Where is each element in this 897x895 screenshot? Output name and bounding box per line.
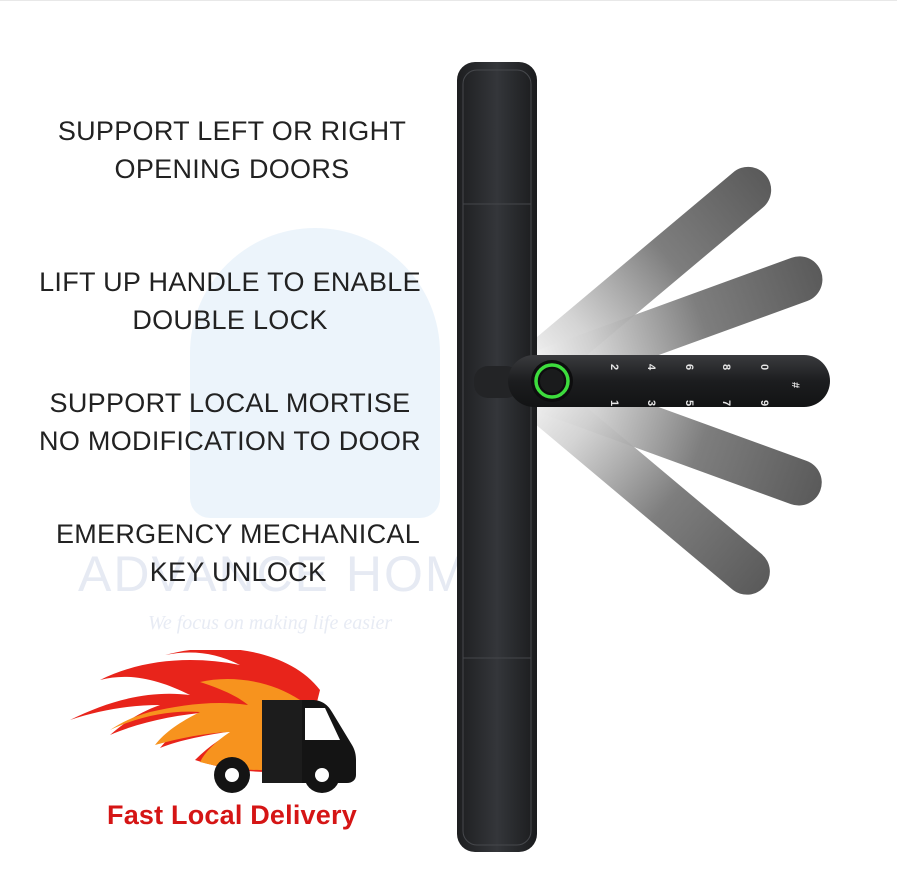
feature-line: EMERGENCY MECHANICAL <box>55 519 421 549</box>
delivery-truck-icon <box>70 650 356 793</box>
feature-line: NO MODIFICATION TO DOOR <box>39 426 421 456</box>
smart-lock-illustration: 2 4 6 8 0 1 3 5 7 9 # <box>457 62 830 852</box>
key-7[interactable]: 7 <box>720 400 732 406</box>
key-0[interactable]: 0 <box>758 364 770 370</box>
watermark-logo <box>190 228 440 518</box>
key-2[interactable]: 2 <box>608 364 620 370</box>
top-border <box>0 0 897 1</box>
keypad-handle[interactable] <box>508 355 830 407</box>
feature-double-lock: LIFT UP HANDLE TO ENABLE DOUBLE LOCK <box>20 263 440 339</box>
feature-line: OPENING DOORS <box>114 154 350 184</box>
key-1[interactable]: 1 <box>608 400 620 406</box>
key-5[interactable]: 5 <box>683 400 695 406</box>
feature-line: SUPPORT LEFT OR RIGHT <box>57 116 407 146</box>
key-8[interactable]: 8 <box>720 364 732 370</box>
fast-local-delivery-label: Fast Local Delivery <box>107 800 357 830</box>
watermark-brand: ADVANCE HOME <box>78 546 504 602</box>
ghost-handle-top <box>515 166 772 389</box>
feature-line: LIFT UP HANDLE TO ENABLE <box>39 267 421 297</box>
key-3[interactable]: 3 <box>645 400 657 406</box>
key-9[interactable]: 9 <box>758 400 770 406</box>
lock-back-plate <box>457 62 537 852</box>
feature-mechanical-key: EMERGENCY MECHANICAL KEY UNLOCK <box>18 515 458 591</box>
handle-neck <box>474 366 520 398</box>
fingerprint-sensor-icon[interactable] <box>531 360 573 402</box>
key-hash[interactable]: # <box>789 382 801 388</box>
feature-line: DOUBLE LOCK <box>132 305 328 335</box>
watermark-tagline: We focus on making life easier <box>148 612 393 634</box>
feature-left-right-doors: SUPPORT LEFT OR RIGHT OPENING DOORS <box>22 112 442 188</box>
key-4[interactable]: 4 <box>645 364 657 371</box>
key-6[interactable]: 6 <box>683 364 695 370</box>
feature-line: SUPPORT LOCAL MORTISE <box>49 388 411 418</box>
ghost-handle-bottom <box>513 372 770 595</box>
feature-local-mortise: SUPPORT LOCAL MORTISE NO MODIFICATION TO… <box>20 384 440 460</box>
feature-line: KEY UNLOCK <box>149 557 327 587</box>
